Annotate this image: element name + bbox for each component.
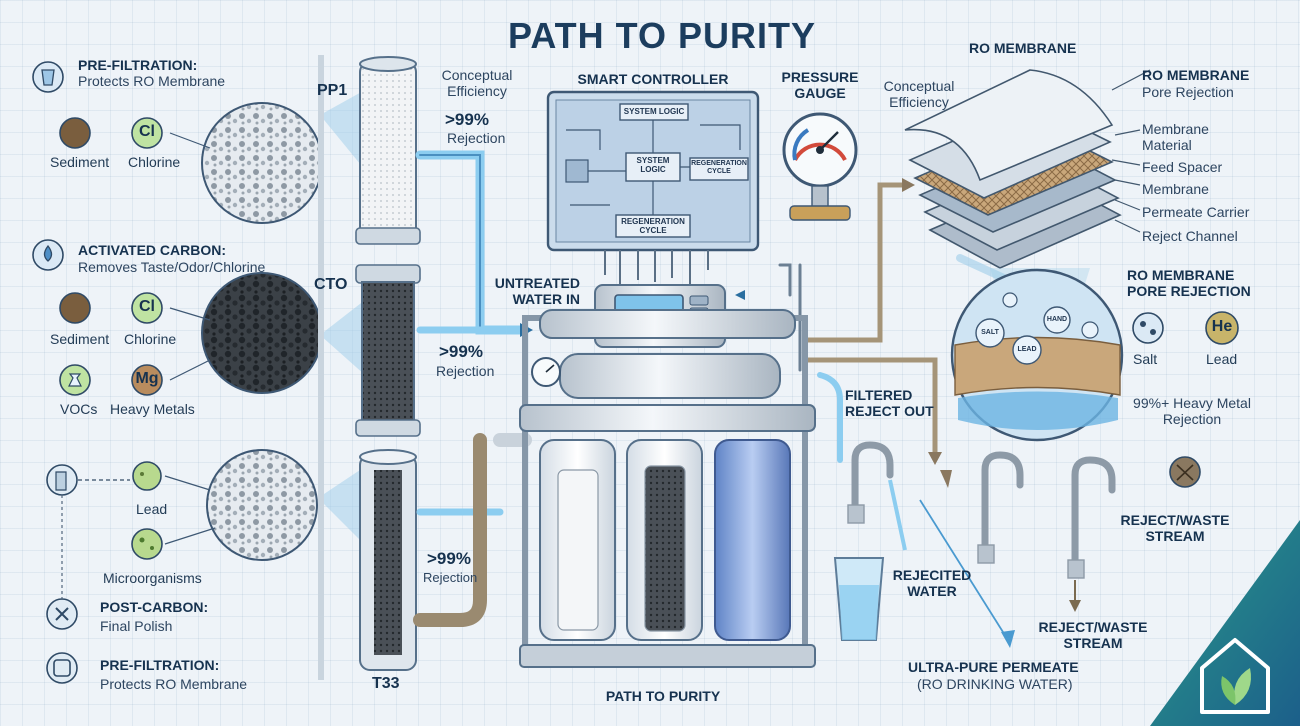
- regeneration-box-bottom: REGENERATION CYCLE: [621, 217, 685, 235]
- system-logic-box-top: SYSTEM LOGIC: [623, 107, 685, 116]
- pre-filtration-sub: Protects RO Membrane: [78, 73, 226, 89]
- filter-label-t33: T33: [372, 675, 400, 692]
- ro-membrane-pore-title: RO MEMBRANE: [1142, 67, 1250, 83]
- vocs-label: VOCs: [60, 401, 98, 417]
- mg-symbol: Mg: [135, 370, 159, 387]
- layer-membrane-material: Membrane Material: [1142, 121, 1209, 153]
- cup-icon: [41, 69, 55, 86]
- water-stream: [888, 479, 907, 551]
- filter-cartridges: [318, 55, 421, 680]
- pore-rejection-heading: RO MEMBRANE PORE REJECTION: [1127, 267, 1251, 299]
- ultra-pure-permeate-label: ULTRA-PURE PERMEATE: [908, 659, 1079, 675]
- brand-logo: [1150, 520, 1300, 726]
- filter-label-cto: CTO: [314, 276, 348, 293]
- heavy-metal-note: 99%+ Heavy Metal Rejection: [1133, 395, 1251, 427]
- pore-rejection-magnifier: [950, 268, 1124, 442]
- pre-filter-icon: [53, 659, 71, 677]
- conceptual-efficiency-1: Conceptual Efficiency: [441, 67, 513, 99]
- rejection-2-label: Rejection: [436, 363, 495, 379]
- reject-waste-stream-label-2: REJECT/WASTE STREAM: [1038, 619, 1148, 651]
- rejection-2-value: >99%: [439, 342, 483, 361]
- pipes: [413, 150, 1034, 627]
- cl-symbol-1: Cl: [139, 123, 155, 140]
- ro-drinking-water-label: (RO DRINKING WATER): [917, 676, 1073, 692]
- system-logic-box-center: SYSTEM LOGIC: [636, 156, 670, 174]
- pre-filtration-heading: PRE-FILTRATION:: [78, 57, 198, 73]
- footer-label: PATH TO PURITY: [605, 688, 721, 704]
- rejection-1-label: Rejection: [447, 130, 506, 146]
- pressure-gauge: [782, 112, 858, 221]
- cl-symbol-2: Cl: [139, 298, 155, 315]
- heavy-metals-label: Heavy Metals: [110, 401, 195, 417]
- salt-label: Salt: [1133, 351, 1158, 367]
- pre-filtration-heading-2: PRE-FILTRATION:: [100, 657, 220, 673]
- sediment-label-2: Sediment: [50, 331, 110, 347]
- filter-cartridge-icon: [55, 471, 67, 491]
- activated-carbon-heading: ACTIVATED CARBON:: [78, 242, 227, 258]
- untreated-water-label: UNTREATED WATER IN: [494, 275, 580, 307]
- lead-icon: [140, 472, 144, 476]
- post-carbon-icon: [55, 607, 69, 621]
- rejection-1-value: >99%: [445, 110, 489, 129]
- sediment-label-1: Sediment: [50, 154, 110, 170]
- filtered-reject-label: FILTERED REJECT OUT: [845, 387, 934, 419]
- bubble-salt: SALT: [981, 329, 999, 336]
- smart-controller-panel: [546, 90, 760, 285]
- left-icons: [32, 61, 163, 684]
- rejection-3-value: >99%: [427, 549, 471, 568]
- pre-filtration-sub-2: Protects RO Membrane: [100, 676, 248, 692]
- regeneration-box-right: REGENERATION CYCLE: [691, 160, 747, 175]
- he-symbol: He: [1211, 318, 1233, 335]
- conceptual-efficiency-2: Conceptual Efficiency: [883, 78, 955, 110]
- rejected-water-label: REJECITED WATER: [892, 567, 972, 599]
- activated-carbon-sub: Removes Taste/Odor/Chlorine: [78, 259, 266, 275]
- ro-membrane-pore-sub: Pore Rejection: [1142, 84, 1234, 100]
- media-magnifiers: [164, 90, 365, 561]
- bubble-lead: LEAD: [1017, 346, 1037, 353]
- layer-permeate-carrier: Permeate Carrier: [1142, 204, 1250, 220]
- flask-icon: [68, 373, 82, 387]
- lead-label-right: Lead: [1206, 351, 1238, 367]
- smart-controller-heading: SMART CONTROLLER: [577, 71, 729, 87]
- microorganisms-label: Microorganisms: [103, 570, 202, 586]
- filter-label-pp1: PP1: [317, 82, 348, 99]
- bubble-hand: HAND: [1046, 316, 1068, 323]
- reject-waste-stream-label-1: REJECT/WASTE STREAM: [1120, 512, 1230, 544]
- pressure-gauge-label: PRESSURE GAUGE: [781, 69, 859, 101]
- post-carbon-heading: POST-CARBON:: [100, 599, 209, 615]
- salt-icon: [1132, 312, 1164, 344]
- microbe-icon: [139, 537, 145, 543]
- post-carbon-sub: Final Polish: [100, 618, 173, 634]
- chlorine-label-2: Chlorine: [124, 331, 177, 347]
- ro-membrane-layers: [904, 69, 1151, 269]
- rejection-3-label: Rejection: [423, 570, 478, 585]
- he-element-icon: [1205, 311, 1239, 345]
- drop-icon: [43, 244, 53, 262]
- ro-unit: [519, 284, 816, 668]
- layer-feed-spacer: Feed Spacer: [1142, 159, 1223, 175]
- lead-label: Lead: [136, 501, 168, 517]
- faucets: [847, 441, 1116, 579]
- ro-membrane-heading: RO MEMBRANE: [969, 40, 1077, 56]
- page-title: PATH TO PURITY: [508, 15, 817, 56]
- chlorine-label-1: Chlorine: [128, 154, 181, 170]
- layer-reject-channel: Reject Channel: [1142, 228, 1238, 244]
- layer-membrane: Membrane: [1142, 181, 1209, 197]
